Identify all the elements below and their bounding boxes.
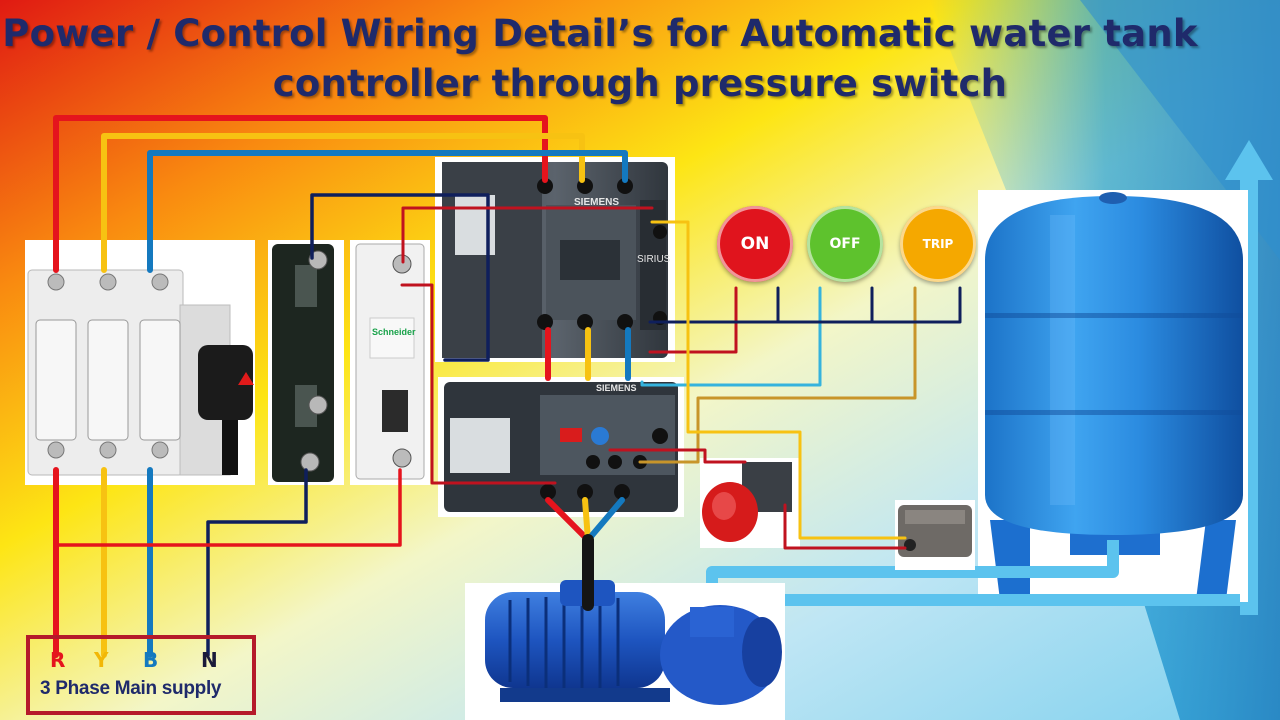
wire-motor-yellow (582, 497, 591, 543)
contactor-brand-text: SIEMENS (574, 197, 619, 208)
wire-motor-blue (585, 497, 625, 543)
motor-pump (465, 580, 785, 720)
wire-red-power (53, 115, 548, 658)
phase-r-label: R (50, 648, 66, 672)
relay-brand-text: SIEMENS (596, 383, 637, 393)
contactor-model-text: SIRIUS (637, 254, 671, 265)
switch-fuse-unit (25, 240, 255, 485)
page-title-line1: Power / Control Wiring Detail’s for Auto… (2, 12, 1198, 55)
wire-yellow-power (101, 133, 585, 658)
on-push-button: ON (717, 206, 793, 282)
wire-motor-red (545, 497, 591, 543)
wire-blue-power (147, 150, 628, 658)
contactor: SIEMENS SIRIUS (435, 157, 675, 362)
wire-trip-button (638, 286, 917, 464)
main-supply-label: 3 Phase Main supply (40, 678, 222, 699)
phase-b-label: B (143, 648, 159, 672)
wire-estop-red (608, 448, 907, 550)
pressure-switch (895, 500, 975, 570)
trip-indicator: TRIP (900, 206, 976, 282)
overload-relay: SIEMENS (438, 377, 684, 517)
off-push-button: OFF (807, 206, 883, 282)
neutral-link (268, 240, 344, 485)
wire-off-button (640, 286, 822, 387)
emergency-stop-button (700, 458, 800, 548)
mcb-brand-text: Schneider (372, 327, 416, 337)
neutral-n-label: N (201, 648, 218, 672)
phase-y-label: Y (94, 648, 109, 672)
mcb: Schneider (350, 240, 430, 485)
pressure-tank (978, 190, 1248, 602)
wire-control-maroon (400, 206, 654, 485)
wire-control-yellow (650, 220, 907, 540)
main-supply-box (26, 635, 256, 715)
wire-button-common (648, 286, 962, 324)
page-title-line2: controller through pressure switch (272, 62, 1008, 105)
wire-red-mcb (54, 468, 402, 547)
wire-on-button (648, 286, 738, 354)
wire-neutral (206, 193, 490, 657)
